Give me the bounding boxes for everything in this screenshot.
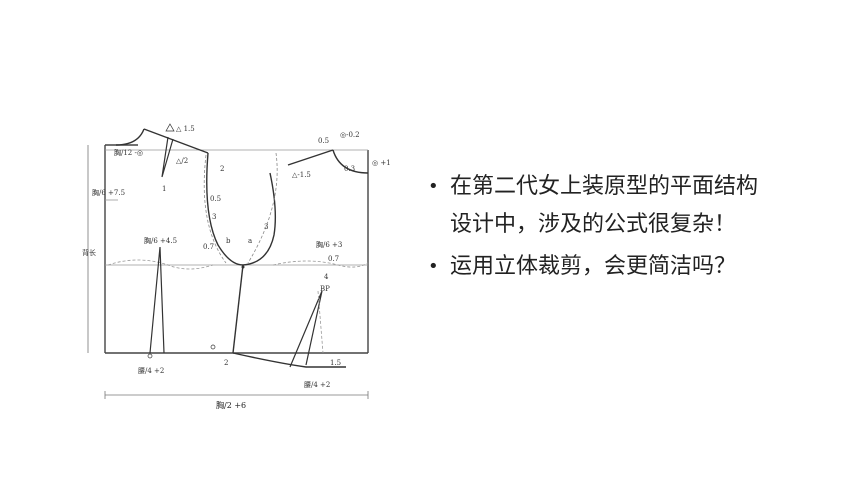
label-4: 4 [324,273,329,281]
label-a: a [248,237,252,245]
bullet-text: 在第二代女上装原型的平面结构设计中，涉及的公式很复杂！ [450,174,759,237]
back-waist-line [232,352,346,368]
shoulder-dart [161,136,174,178]
back-neckline [332,149,369,174]
bullet-marker: • [428,176,439,197]
label-3-left: 3 [212,213,216,221]
side-seam [232,264,244,354]
garment-pattern-diagram: 胸/12 -◎ △ 1.5 △/2 2 1 0.5 3 0.7 b a 3 胸/… [78,115,390,410]
back-shoulder-line [287,149,334,166]
front-shoulder-line [143,128,209,154]
front-neckline [115,128,145,146]
bullet-list: • 在第二代女上装原型的平面结构设计中，涉及的公式很复杂！ • 运用立体裁剪，会… [428,168,758,286]
label-2-bottom: 2 [224,359,228,367]
back-armhole [242,172,277,266]
label-back-shoulder-05: 0.5 [318,137,329,145]
label-waist-right: 腰/4 +2 [304,381,330,389]
label-back-shoulder-15: △-1.5 [292,171,311,179]
bullet-item-1: • 在第二代女上装原型的平面结构设计中，涉及的公式很复杂！ [428,168,758,244]
label-chest-6-3: 胸/6 +3 [316,240,342,249]
back-waist-dart [289,290,323,368]
bullet-text: 运用立体裁剪，会更简洁吗？ [450,254,737,279]
label-b: b [226,237,231,245]
label-back-circle-02: ◎-0.2 [340,131,360,139]
label-bp: BP [320,285,330,293]
label-dart-15: △ 1.5 [176,125,195,133]
label-num-1: 1 [162,185,166,193]
bullet-marker: • [428,256,439,277]
label-dart-half: △/2 [176,157,188,165]
label-07-right: 0.7 [328,255,339,263]
label-chest-6-45: 胸/6 +4.5 [144,236,177,245]
pattern-drawing: 胸/12 -◎ △ 1.5 △/2 2 1 0.5 3 0.7 b a 3 胸/… [82,123,390,410]
label-3-right: 3 [264,223,268,231]
label-07-left: 0.7 [203,243,214,251]
label-left-chest-75: 胸/6 +7.5 [92,188,125,197]
label-waist-left: 腰/4 +2 [138,367,164,375]
front-armhole [206,152,244,266]
front-waist-dart [149,246,165,354]
label-05-left: 0.5 [210,195,221,203]
bullet-item-2: • 运用立体裁剪，会更简洁吗？ [428,248,758,286]
label-back-circle-1: ◎ +1 [372,159,390,167]
label-back-length: 背长 [82,248,96,257]
label-back-03: 0.3 [344,165,355,173]
label-num-2: 2 [220,165,224,173]
label-bottom-total: 胸/2 +6 [216,400,246,410]
label-neck-front: 胸/12 -◎ [114,148,143,157]
label-15-bottom: 1.5 [330,359,341,367]
